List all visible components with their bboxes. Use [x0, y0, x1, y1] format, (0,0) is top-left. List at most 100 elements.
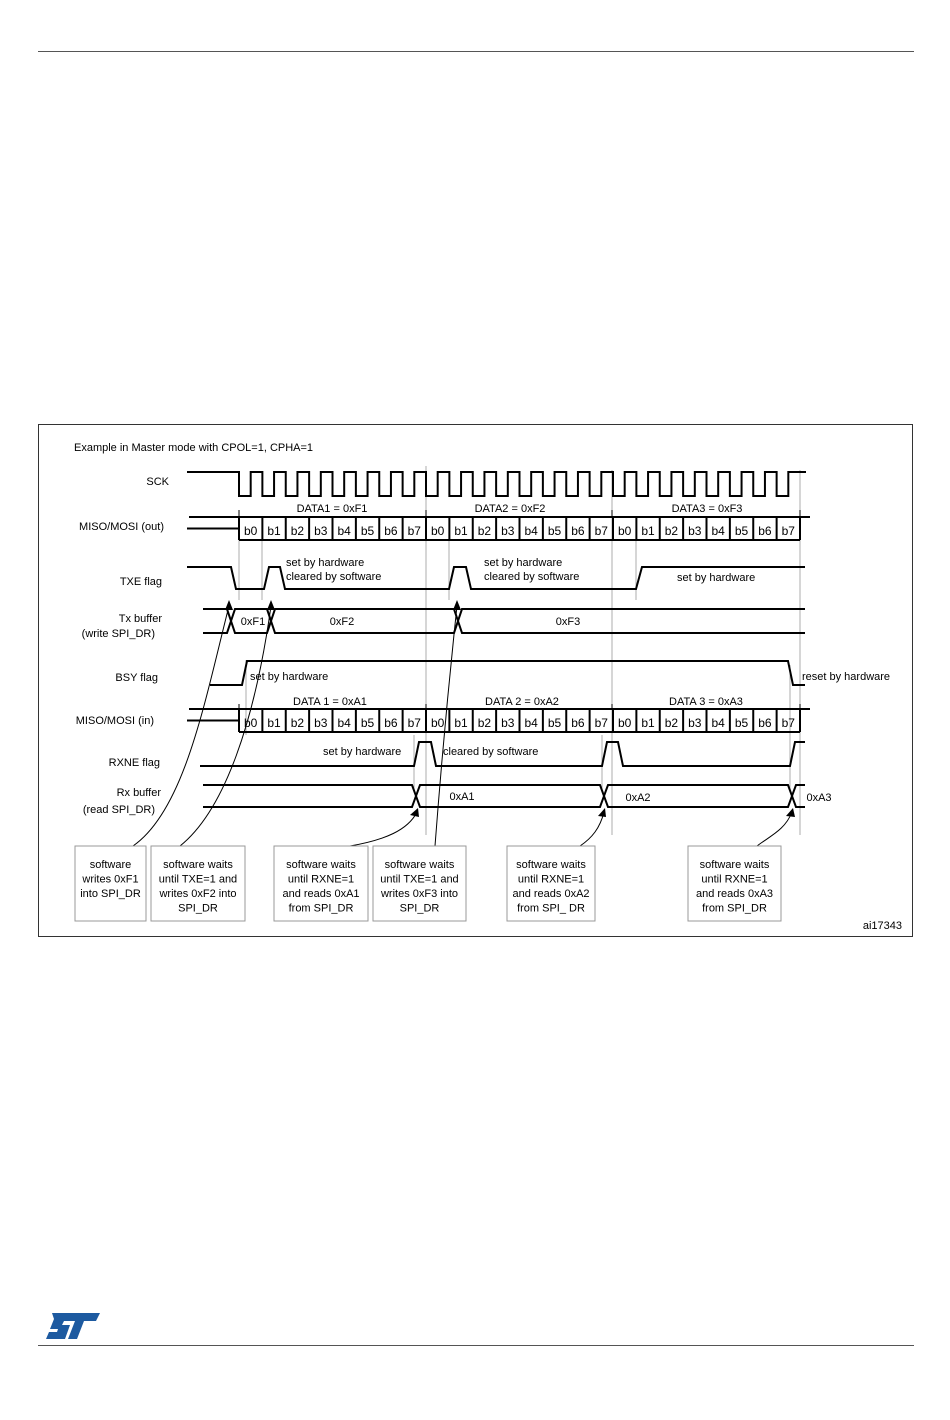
- out-bit-label: b4: [525, 524, 539, 538]
- out-bit-label: b1: [267, 524, 281, 538]
- software-note-line: until RXNE=1: [518, 874, 584, 886]
- in-bit-label: b5: [361, 716, 375, 730]
- in-bit-label: b6: [384, 716, 398, 730]
- txe-note-2b: cleared by software: [484, 571, 579, 583]
- in-bit-label: b7: [782, 716, 796, 730]
- in-bit-label: b2: [291, 716, 305, 730]
- in-bit-label: b4: [712, 716, 726, 730]
- software-note-line: software waits: [163, 859, 233, 871]
- software-note-line: until RXNE=1: [701, 874, 767, 886]
- software-note-line: SPI_DR: [400, 903, 440, 915]
- out-bit-label: b0: [431, 524, 445, 538]
- in-bit-label: b0: [244, 716, 258, 730]
- software-note-line: until TXE=1 and: [380, 874, 458, 886]
- rx-value-3: 0xA3: [806, 792, 831, 804]
- out-bit-label: b4: [338, 524, 352, 538]
- timing-diagram-frame: [38, 424, 913, 937]
- figure-id: ai17343: [863, 920, 902, 932]
- in-bit-label: b3: [314, 716, 328, 730]
- in-bit-label: b7: [595, 716, 609, 730]
- rx-buffer-label: Rx buffer: [117, 787, 162, 799]
- out-bit-label: b2: [291, 524, 305, 538]
- out-bit-label: b3: [314, 524, 328, 538]
- software-note-line: and reads 0xA3: [696, 888, 773, 900]
- software-note-line: and reads 0xA2: [512, 888, 589, 900]
- in-bit-label: b3: [501, 716, 515, 730]
- in-bit-label: b4: [338, 716, 352, 730]
- out-bit-label: b3: [688, 524, 702, 538]
- header-rule: [38, 51, 914, 52]
- bsy-set-note: set by hardware: [250, 671, 328, 683]
- tx-value-2: 0xF2: [330, 616, 354, 628]
- in-bit-label: b5: [735, 716, 749, 730]
- tx-value-1: 0xF1: [241, 616, 265, 628]
- software-note-line: from SPI_DR: [289, 903, 354, 915]
- txe-note-1b: cleared by software: [286, 571, 381, 583]
- out-frame-1-label: DATA1 = 0xF1: [297, 503, 368, 515]
- out-frame-3-label: DATA3 = 0xF3: [672, 503, 743, 515]
- txe-label: TXE flag: [120, 576, 162, 588]
- software-note-box: [687, 845, 782, 922]
- tx-buffer-waveform: [203, 608, 805, 634]
- software-note-line: software waits: [516, 859, 586, 871]
- out-bit-label: b7: [782, 524, 796, 538]
- in-bit-label: b2: [665, 716, 679, 730]
- rx-value-2: 0xA2: [625, 792, 650, 804]
- out-bit-label: b7: [408, 524, 422, 538]
- software-note-box: [506, 845, 596, 922]
- in-frame-3-label: DATA 3 = 0xA3: [669, 696, 743, 708]
- tx-buffer-label: Tx buffer: [119, 613, 163, 625]
- in-bit-label: b3: [688, 716, 702, 730]
- bsy-label: BSY flag: [115, 672, 158, 684]
- st-logo: [46, 1313, 100, 1339]
- out-frame-2-label: DATA2 = 0xF2: [475, 503, 546, 515]
- diagram-caption: Example in Master mode with CPOL=1, CPHA…: [74, 442, 313, 454]
- footer-rule: [38, 1345, 914, 1346]
- in-bit-label: b2: [478, 716, 492, 730]
- software-note-box: [150, 845, 246, 922]
- out-bit-label: b5: [735, 524, 749, 538]
- software-note-line: from SPI_ DR: [517, 903, 585, 915]
- out-label: MISO/MOSI (out): [79, 521, 164, 533]
- software-note-line: until TXE=1 and: [159, 874, 237, 886]
- out-bit-label: b6: [384, 524, 398, 538]
- software-note-line: software waits: [286, 859, 356, 871]
- rxne-cleared-note: cleared by software: [443, 746, 538, 758]
- in-frame-1-label: DATA 1 = 0xA1: [293, 696, 367, 708]
- software-note-line: writes 0xF1: [81, 874, 138, 886]
- out-frame-markers: [238, 510, 801, 516]
- callout-arrows: [132, 600, 795, 847]
- txe-note-2a: set by hardware: [484, 557, 562, 569]
- out-bit-label: b3: [501, 524, 515, 538]
- rxne-waveform: [200, 741, 805, 767]
- rxne-set-note: set by hardware: [323, 746, 401, 758]
- out-bit-label: b6: [758, 524, 772, 538]
- software-note-line: software waits: [385, 859, 455, 871]
- software-note-line: writes 0xF2 into: [158, 888, 236, 900]
- software-note-line: and reads 0xA1: [282, 888, 359, 900]
- software-note-line: software: [90, 859, 132, 871]
- software-note-line: until RXNE=1: [288, 874, 354, 886]
- out-bit-label: b1: [454, 524, 468, 538]
- txe-note-1a: set by hardware: [286, 557, 364, 569]
- txe-waveform: [187, 566, 805, 590]
- out-bit-label: b7: [595, 524, 609, 538]
- software-note-line: writes 0xF3 into: [380, 888, 458, 900]
- out-bit-label: b2: [665, 524, 679, 538]
- out-bit-label: b5: [361, 524, 375, 538]
- in-bit-label: b1: [267, 716, 281, 730]
- sck-label: SCK: [146, 476, 169, 488]
- out-bit-label: b6: [571, 524, 585, 538]
- tx-value-3: 0xF3: [556, 616, 580, 628]
- out-bit-label: b5: [548, 524, 562, 538]
- rx-value-1: 0xA1: [449, 791, 474, 803]
- in-bit-label: b1: [641, 716, 655, 730]
- rx-buffer-waveform: [203, 784, 805, 808]
- software-note-box: [372, 845, 467, 922]
- bsy-reset-note: reset by hardware: [802, 671, 890, 683]
- software-note-line: software waits: [700, 859, 770, 871]
- in-bit-label: b0: [618, 716, 632, 730]
- sck-waveform: [187, 471, 806, 497]
